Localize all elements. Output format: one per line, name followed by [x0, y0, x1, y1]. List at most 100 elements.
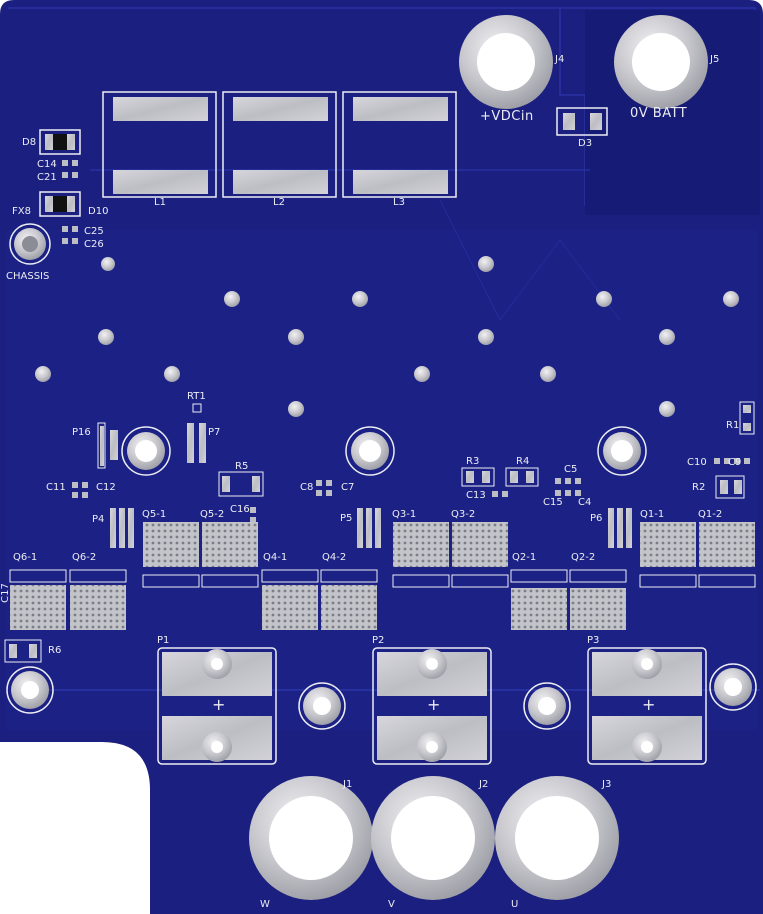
chassis-mount — [9, 223, 51, 265]
smd-caps-c5-c4-c15 — [492, 478, 581, 497]
inductor-l3 — [342, 91, 457, 198]
mosfet-q6-2 — [69, 569, 127, 630]
label-q5-1: Q5-1 — [142, 509, 167, 520]
mosfet-q1-2 — [698, 522, 756, 588]
label-q4-2: Q4-2 — [322, 552, 347, 563]
diode-d3-pad — [563, 113, 575, 130]
label-r4: R4 — [516, 456, 530, 467]
connector-p16 — [97, 422, 118, 469]
label-plus-p1: + — [212, 695, 226, 714]
label-c10: C10 — [687, 457, 707, 468]
label-p7: P7 — [208, 427, 221, 438]
label-r6: R6 — [48, 645, 62, 656]
terminal-p1 — [157, 647, 277, 765]
diode-d3-outline — [556, 107, 608, 136]
label-d8: D8 — [22, 137, 37, 148]
label-j1: J1 — [343, 779, 353, 790]
label-c5: C5 — [564, 464, 578, 475]
label-q5-2: Q5-2 — [200, 509, 225, 520]
label-p16: P16 — [72, 427, 91, 438]
connector-j1 — [249, 776, 373, 900]
mosfet-q6-1 — [9, 569, 67, 630]
connector-j5 — [614, 15, 708, 109]
label-plus-p2: + — [427, 695, 441, 714]
inductor-l2 — [222, 91, 337, 198]
vias — [35, 256, 739, 417]
diode-d3-pad — [590, 113, 602, 130]
label-c15: C15 — [543, 497, 563, 508]
label-c4: C4 — [578, 497, 592, 508]
mosfet-q4-2 — [320, 569, 378, 630]
resistor-r1 — [739, 401, 755, 435]
mosfet-q5-2 — [201, 522, 259, 588]
label-c17: C17 — [0, 583, 11, 603]
label-q6-2: Q6-2 — [72, 552, 97, 563]
resistor-r5 — [218, 471, 264, 497]
resistor-r2 — [715, 475, 745, 499]
diode-d8 — [39, 129, 81, 155]
label-q1-1: Q1-1 — [640, 509, 665, 520]
header-p6 — [608, 508, 632, 548]
label-plus-p3: + — [642, 695, 656, 714]
smd-caps-c14-c21 — [62, 160, 78, 244]
label-q3-2: Q3-2 — [451, 509, 476, 520]
label-c13: C13 — [466, 490, 486, 501]
label-p6: P6 — [590, 513, 603, 524]
label-c9: C9 — [728, 457, 742, 468]
label-p2: P2 — [372, 635, 385, 646]
label-p4: P4 — [92, 514, 105, 525]
label-c25: C25 — [84, 226, 104, 237]
label-c16: C16 — [230, 504, 250, 515]
label-r3: R3 — [466, 456, 480, 467]
label-l2: L2 — [273, 197, 285, 208]
inductor-l1 — [102, 91, 217, 198]
trace-line — [439, 199, 621, 321]
label-ov-batt: 0V BATT — [630, 106, 688, 121]
connector-p7 — [187, 403, 206, 463]
label-c8: C8 — [300, 482, 314, 493]
smd-caps-c10-c9 — [714, 458, 750, 464]
label-p1: P1 — [157, 635, 170, 646]
label-d10: D10 — [88, 206, 109, 217]
mosfet-q2-1 — [510, 569, 568, 630]
label-q2-1: Q2-1 — [512, 552, 537, 563]
label-c11: C11 — [46, 482, 66, 493]
label-p5: P5 — [340, 513, 353, 524]
label-w: W — [260, 899, 270, 910]
label-q1-2: Q1-2 — [698, 509, 723, 520]
smd-caps-misc — [72, 480, 332, 523]
connector-j3 — [495, 776, 619, 900]
mosfet-q4-1 — [261, 569, 319, 630]
mount-hole — [6, 663, 757, 730]
label-p3: P3 — [587, 635, 600, 646]
resistor-r4 — [505, 467, 539, 487]
connector-j4 — [459, 15, 553, 109]
mosfet-q1-1 — [639, 522, 697, 588]
mosfet-q5-1 — [142, 522, 200, 588]
resistor-r3 — [461, 467, 495, 487]
connector-j2 — [371, 776, 495, 900]
label-q4-1: Q4-1 — [263, 552, 288, 563]
label-r2: R2 — [692, 482, 706, 493]
label-j5: J5 — [710, 54, 720, 65]
copper-pour-main — [6, 230, 757, 730]
label-r5: R5 — [235, 461, 249, 472]
mosfet-q3-2 — [451, 522, 509, 588]
mosfet-q2-2 — [569, 569, 627, 630]
header-p4 — [110, 508, 134, 548]
label-c26: C26 — [84, 239, 104, 250]
label-c7: C7 — [341, 482, 355, 493]
diode-d10 — [39, 191, 81, 217]
label-r1: R1 — [726, 420, 740, 431]
label-q6-1: Q6-1 — [13, 552, 38, 563]
mosfet-q3-1 — [392, 522, 450, 588]
label-u: U — [511, 899, 519, 910]
label-rt1: RT1 — [187, 391, 206, 402]
label-j4: J4 — [555, 54, 565, 65]
label-chassis: CHASSIS — [6, 271, 50, 282]
label-j2: J2 — [479, 779, 489, 790]
label-q3-1: Q3-1 — [392, 509, 417, 520]
mount-hole-right — [597, 426, 647, 476]
